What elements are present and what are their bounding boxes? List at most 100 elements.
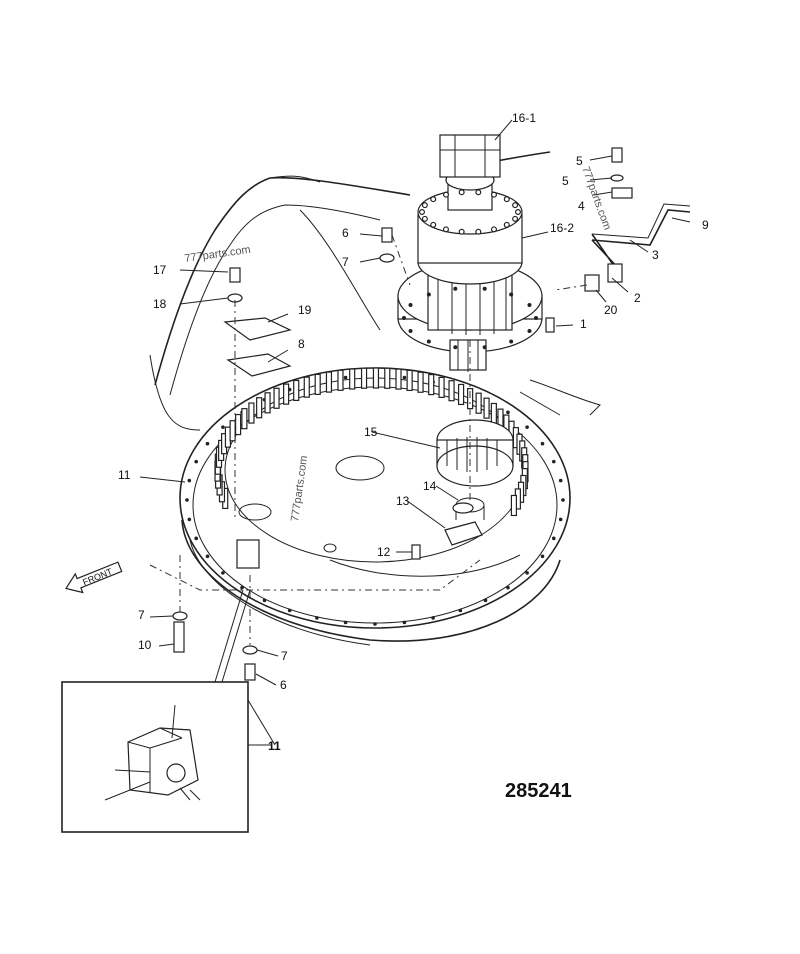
bolt-hole — [540, 554, 545, 559]
mount-hole — [408, 302, 413, 307]
mount-hole — [426, 339, 431, 344]
bolt-hole — [287, 608, 292, 613]
diagram-code: 285241 — [505, 780, 572, 802]
callout-17: 17 — [153, 263, 167, 277]
gear-tooth — [417, 371, 424, 393]
callout-20: 20 — [604, 303, 618, 317]
swing-pinion-gear — [436, 419, 514, 520]
gear-tooth — [372, 367, 380, 389]
flange-bolt — [458, 228, 465, 235]
front-arrow-label: FRONT — [81, 566, 114, 587]
bolt-hole — [561, 498, 565, 502]
hose-assembly — [584, 147, 691, 292]
swing-circle-bearing — [179, 367, 571, 646]
flange-bolt — [458, 189, 465, 196]
bolt-hole — [240, 585, 244, 590]
gear-tooth — [293, 379, 300, 402]
bolt-hole — [402, 375, 407, 380]
bolt-hole — [525, 425, 529, 429]
centerlines — [149, 234, 588, 645]
gear-tooth — [475, 392, 482, 414]
callout-10: 10 — [138, 638, 152, 652]
callout-11-inset: 11 — [268, 739, 281, 753]
gear-tooth — [395, 368, 402, 390]
mount-hole — [482, 286, 487, 291]
mount-hole — [408, 329, 413, 334]
bolt-hole — [525, 571, 529, 575]
bolt-hole — [343, 620, 348, 625]
mount-hole — [534, 316, 538, 320]
bolt-hole — [540, 441, 545, 446]
flange-bolt — [430, 196, 437, 203]
gear-tooth — [325, 371, 333, 393]
flange-bolt — [512, 202, 519, 209]
gear-tooth — [406, 369, 413, 392]
flange-bolt — [421, 202, 428, 209]
callout-7-top: 7 — [342, 255, 349, 269]
bolt-hole — [558, 478, 563, 483]
mount-hole — [402, 316, 406, 320]
mount-hole — [509, 292, 514, 297]
flange-bolt — [475, 189, 482, 196]
bolt-hole — [483, 598, 488, 603]
flange-bolt — [419, 209, 426, 216]
mount-hole — [453, 286, 458, 291]
callout-13: 13 — [396, 494, 410, 508]
flange-bolt — [503, 196, 510, 203]
gear-tooth — [264, 392, 271, 414]
callout-6-top: 6 — [342, 226, 349, 240]
gear-tooth — [438, 376, 445, 399]
callout-3: 3 — [652, 248, 659, 262]
bolt-hole — [373, 622, 377, 626]
gear-tooth — [241, 408, 248, 430]
callout-2: 2 — [634, 291, 641, 305]
bolt-hole — [205, 554, 210, 559]
gear-tooth — [229, 420, 236, 442]
gear-tooth — [384, 367, 391, 389]
watermark-1: 777parts.com — [184, 244, 252, 265]
bolt-hole — [194, 536, 199, 541]
gear-tooth — [448, 380, 455, 402]
gear-tooth — [337, 369, 344, 391]
flange-bolt — [443, 226, 450, 233]
callout-6-bottom: 6 — [280, 678, 287, 692]
mount-hole — [482, 345, 487, 350]
bolt-hole — [551, 459, 556, 464]
bolt-hole — [431, 616, 435, 620]
gear-tooth — [483, 397, 490, 419]
bolt-hole — [506, 585, 510, 590]
callout-18: 18 — [153, 297, 167, 311]
front-arrow: FRONT — [65, 561, 123, 594]
mount-hole — [527, 329, 532, 334]
flange-bolt — [503, 221, 510, 228]
mount-hole — [509, 339, 514, 344]
watermark-3: 777parts.com — [289, 455, 310, 523]
gear-tooth — [510, 494, 518, 517]
mount-hole — [426, 292, 431, 297]
flange-bolt — [491, 226, 498, 233]
callout-14: 14 — [423, 479, 437, 493]
flange-bolt — [475, 228, 482, 235]
callout-labels: 16-1 5 5 4 9 3 6 16-2 7 17 2 20 1 18 19 … — [118, 111, 709, 753]
bolt-hole — [506, 410, 510, 415]
mount-hole — [453, 345, 458, 350]
bolt-hole — [262, 598, 267, 603]
flange-bolt — [430, 221, 437, 228]
bolt-hole — [315, 616, 319, 620]
gear-tooth — [283, 383, 290, 405]
gear-tooth — [349, 368, 356, 390]
callout-1: 1 — [580, 317, 587, 331]
swing-motor-assembly — [397, 134, 543, 372]
flange-bolt — [491, 191, 498, 198]
callout-7-left: 7 — [138, 608, 145, 622]
callout-12: 12 — [377, 545, 391, 559]
bolt-hole — [558, 517, 563, 522]
detail-inset — [61, 589, 276, 833]
gear-tooth — [428, 373, 435, 396]
watermarks: 777parts.com 777parts.com 777parts.com — [184, 165, 614, 522]
callout-11-main: 11 — [118, 468, 131, 482]
gear-tooth — [457, 383, 465, 406]
flange-bolt — [514, 209, 521, 216]
